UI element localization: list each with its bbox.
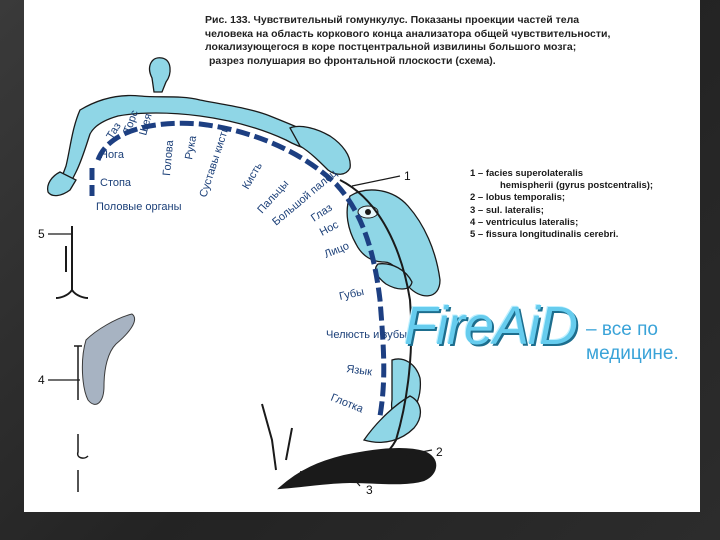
legend-num: 3 [470, 204, 476, 216]
figure-caption: Рис. 133. Чувствительный гомункулус. Пок… [205, 14, 675, 68]
brain-section [261, 179, 437, 490]
label-joints: Суставы кисти [197, 125, 231, 199]
label-lips: Губы [338, 286, 365, 303]
legend-text: fissura longitudinalis cerebri. [485, 229, 619, 241]
homunculus-hand [289, 125, 351, 175]
legend-num: 1 [470, 168, 476, 179]
caption-line: разрез полушария во фронтальной плоскост… [209, 54, 496, 67]
callout-5: 5 [38, 227, 45, 241]
callout-leaders [48, 175, 433, 487]
callout-2: 2 [436, 445, 443, 459]
tagline-line-2: медицине. [586, 343, 679, 364]
label-neck: Шея [137, 112, 154, 137]
caption-line: Рис. 133. Чувствительный гомункулус. Пок… [205, 14, 580, 26]
leader-1 [351, 175, 401, 187]
legend-text: facies superolateralis [485, 168, 584, 179]
label-tongue: Язык [346, 363, 373, 378]
figure-legend: 1 – facies superolateralis hemispherii (… [470, 168, 710, 241]
label-leg: Нога [100, 149, 125, 161]
callout-3: 3 [366, 483, 373, 497]
label-hand: Рука [183, 134, 199, 161]
leader-3 [345, 469, 361, 487]
callout-1: 1 [404, 169, 411, 183]
watermark-tagline: – все по медицине. [586, 318, 679, 366]
label-nose: Нос [318, 219, 341, 239]
legend-row: 2 – lobus temporalis; [470, 192, 566, 204]
label-jaw: Челюсть и зубы [326, 329, 407, 341]
tagline-line-1: – все по [586, 319, 658, 340]
homunculus-foot [148, 57, 171, 93]
lateral-ventricle-shape [81, 313, 136, 405]
homunculus-trunk [59, 94, 332, 185]
label-head: Голова [161, 139, 176, 176]
homunculus-pharynx [362, 395, 421, 443]
label-pharynx: Глотка [329, 392, 366, 416]
legend-text: lobus temporalis; [485, 192, 566, 204]
legend-row: 3 – sul. lateralis; [470, 204, 544, 216]
legend-text: ventriculus lateralis; [485, 216, 579, 228]
lower-fissure-mark [76, 434, 89, 492]
label-face: Лицо [323, 240, 351, 261]
longitudinal-fissure [55, 226, 89, 299]
ventricle-pointer [74, 345, 82, 400]
figure-panel [24, 0, 700, 512]
ventricle-branch [261, 403, 293, 471]
temporal-lobe-outline [277, 448, 437, 490]
homunculus-left-hand [46, 171, 77, 197]
legend-num: 2 [470, 192, 476, 204]
legend-row: 4 – ventriculus lateralis; [470, 216, 579, 228]
legend-num: 4 [470, 216, 476, 228]
leader-2 [399, 449, 433, 457]
legend-cont: hemispherii (gyrus postcentralis); [500, 180, 654, 192]
legend-num: 5 [470, 229, 476, 241]
legend-row: 1 – facies superolateralis [470, 168, 584, 179]
caption-line: локализующегося в коре постцентральной и… [205, 41, 577, 53]
callout-4: 4 [38, 373, 45, 387]
caption-line: человека на область коркового конца анал… [205, 27, 611, 40]
watermark-brand: FireAiD [404, 296, 578, 356]
label-genitals: Половые органы [96, 201, 182, 213]
label-foot: Стопа [100, 177, 132, 189]
cortex-projection-arc [95, 120, 387, 417]
label-wrist: Кисть [240, 160, 265, 191]
legend-text: sul. lateralis; [485, 204, 544, 216]
homunculus-pupil [365, 209, 371, 215]
legend-row: 5 – fissura longitudinalis cerebri. [470, 229, 619, 241]
